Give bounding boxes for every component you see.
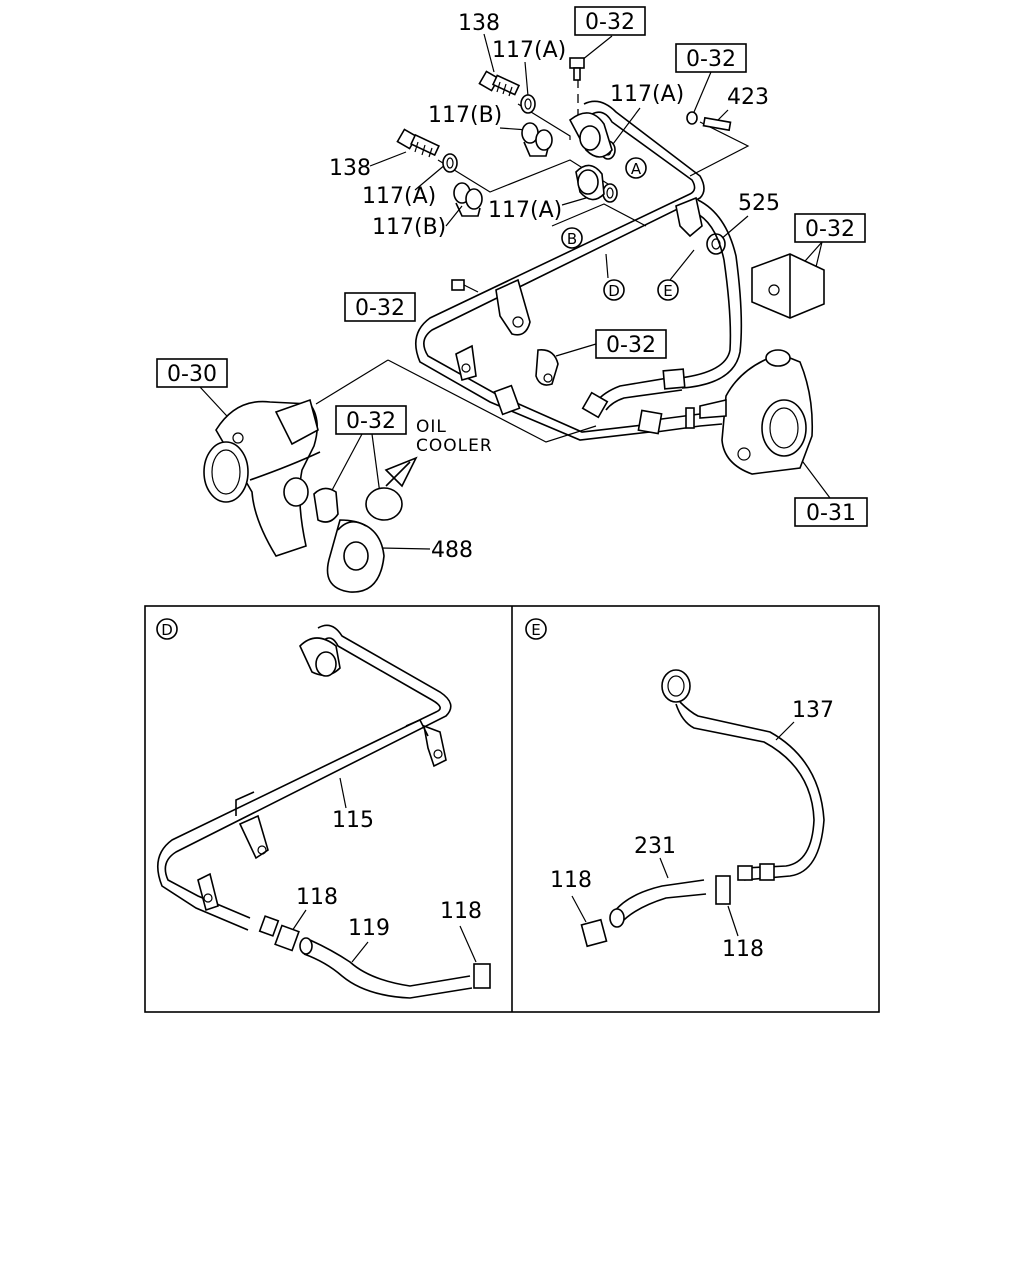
ref-label: 0-30 bbox=[167, 362, 217, 387]
bracket-pipe[interactable] bbox=[455, 196, 703, 382]
label-cooler: COOLER bbox=[416, 436, 493, 456]
stud-423[interactable] bbox=[686, 111, 732, 132]
bolt-bracket[interactable] bbox=[451, 279, 479, 293]
svg-text:B: B bbox=[567, 230, 577, 248]
ref-box-top-right[interactable]: 0-32 bbox=[675, 43, 747, 73]
callout-a[interactable]: A bbox=[625, 157, 647, 179]
clamp-118-detail-e-left[interactable] bbox=[580, 918, 608, 948]
detail-e-leaders bbox=[571, 721, 795, 937]
eye-fitting-middle[interactable] bbox=[575, 164, 605, 201]
svg-text:D: D bbox=[161, 621, 173, 639]
pipe-137-detail[interactable] bbox=[661, 669, 825, 881]
ref-box-center[interactable]: 0-32 bbox=[595, 329, 667, 359]
clamp-center[interactable] bbox=[535, 348, 559, 386]
label-118-d-right: 118 bbox=[440, 899, 482, 924]
label-117a-right: 117(A) bbox=[610, 82, 684, 107]
clamp-118-detail-d[interactable] bbox=[274, 924, 300, 952]
hose-231[interactable] bbox=[609, 879, 707, 928]
label-117b-top: 117(B) bbox=[428, 103, 502, 128]
label-oil: OIL bbox=[416, 417, 447, 437]
gasket-488[interactable] bbox=[326, 519, 385, 593]
label-117b-bottom: 117(B) bbox=[372, 215, 446, 240]
bolt-138-top[interactable] bbox=[478, 70, 521, 97]
ref-label: 0-31 bbox=[806, 501, 856, 526]
hose-119[interactable] bbox=[299, 937, 473, 999]
callout-d[interactable]: D bbox=[603, 279, 625, 301]
label-118-d-left: 118 bbox=[296, 885, 338, 910]
label-138-top: 138 bbox=[458, 11, 500, 36]
clip-117b-top[interactable] bbox=[521, 122, 553, 157]
label-115: 115 bbox=[332, 808, 374, 833]
svg-text:A: A bbox=[631, 160, 642, 178]
pipe-115-detail[interactable] bbox=[156, 624, 452, 937]
ref-box-clip-right[interactable]: 0-32 bbox=[794, 213, 866, 243]
ref-label: 0-32 bbox=[606, 333, 656, 358]
eye-fitting-top[interactable] bbox=[568, 112, 613, 158]
detail-d-tag: D bbox=[156, 618, 178, 640]
label-137: 137 bbox=[792, 698, 834, 723]
clamp-118-detail-e-right[interactable] bbox=[715, 875, 731, 905]
label-117a-bottom: 117(A) bbox=[488, 198, 562, 223]
bolt-138-left[interactable] bbox=[396, 128, 440, 158]
label-118-e-right: 118 bbox=[722, 937, 764, 962]
ref-label: 0-32 bbox=[346, 409, 396, 434]
washer-117a-lower[interactable] bbox=[602, 183, 618, 203]
ref-box-oil-cooler[interactable]: 0-32 bbox=[335, 405, 407, 435]
clip-117b-bottom[interactable] bbox=[453, 182, 483, 217]
callout-b[interactable]: B bbox=[561, 227, 583, 249]
label-231: 231 bbox=[634, 834, 676, 859]
washer-117a[interactable] bbox=[442, 153, 458, 173]
ref-label: 0-32 bbox=[686, 47, 736, 72]
ref-label: 0-32 bbox=[355, 296, 405, 321]
label-118-e-left: 118 bbox=[550, 868, 592, 893]
thermostat-housing[interactable] bbox=[203, 398, 321, 557]
pipe-115[interactable] bbox=[414, 100, 705, 441]
svg-text:D: D bbox=[608, 282, 620, 300]
ref-box-left[interactable]: 0-32 bbox=[344, 292, 416, 322]
label-525: 525 bbox=[738, 191, 780, 216]
label-119: 119 bbox=[348, 916, 390, 941]
label-117a-top: 117(A) bbox=[492, 38, 566, 63]
svg-text:E: E bbox=[663, 282, 672, 300]
ref-box-top[interactable]: 0-32 bbox=[574, 6, 646, 36]
guide-lines bbox=[315, 64, 750, 443]
svg-text:E: E bbox=[531, 621, 540, 639]
ref-box-thermostat[interactable]: 0-30 bbox=[156, 358, 228, 388]
detail-e-tag: E bbox=[525, 618, 547, 640]
ref-label: 0-32 bbox=[805, 217, 855, 242]
label-138-left: 138 bbox=[329, 156, 371, 181]
callout-e[interactable]: E bbox=[657, 279, 679, 301]
clip-right[interactable] bbox=[751, 253, 825, 319]
bolt-top-center[interactable] bbox=[569, 57, 585, 81]
hose-fitting-oil-cooler[interactable] bbox=[313, 456, 418, 523]
ref-box-water-pump[interactable]: 0-31 bbox=[794, 497, 868, 527]
washer-117a[interactable] bbox=[520, 94, 536, 114]
pipe-137[interactable] bbox=[581, 199, 743, 419]
label-423: 423 bbox=[727, 85, 769, 110]
label-117a-left: 117(A) bbox=[362, 184, 436, 209]
fitting-pipe-end[interactable] bbox=[493, 384, 521, 416]
label-488: 488 bbox=[431, 538, 473, 563]
ref-label: 0-32 bbox=[585, 10, 635, 35]
water-pump-housing[interactable] bbox=[699, 349, 814, 475]
clamp-118-detail-d-right[interactable] bbox=[473, 963, 491, 989]
